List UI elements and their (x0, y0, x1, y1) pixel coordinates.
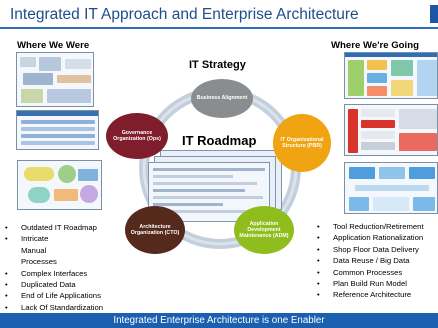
business-alignment-circle: Business Alignment (191, 79, 253, 118)
title-divider (0, 27, 438, 29)
it-roadmap-label: IT Roadmap (182, 133, 257, 148)
where-were-going-heading: Where We're Going (331, 40, 419, 51)
list-item: Reference Architecture (317, 289, 424, 301)
legacy-architecture-thumbnail-1 (16, 52, 94, 107)
where-were-going-list: Tool Reduction/Retirement Application Ra… (317, 221, 424, 301)
list-item: Shop Floor Data Delivery (317, 244, 424, 256)
application-development-maintenance-circle: Application Development Maintenance (ADM… (234, 206, 294, 254)
governance-organization-circle: Governance Organization (Ops) (106, 113, 168, 159)
legacy-architecture-thumbnail-3 (17, 160, 102, 210)
list-item: Data Reuse / Big Data (317, 255, 424, 267)
where-we-were-heading: Where We Were (17, 40, 90, 51)
target-architecture-thumbnail-2 (344, 104, 438, 156)
list-item: Intricate Manual Processes (5, 233, 75, 267)
footer-banner: Integrated Enterprise Architecture is on… (0, 313, 438, 328)
brand-logo (430, 5, 438, 23)
list-item: Tool Reduction/Retirement (317, 221, 424, 233)
legacy-architecture-thumbnail-2 (16, 110, 99, 150)
list-item: Lack Of Standardization (5, 302, 103, 314)
list-item: Complex Interfaces (5, 268, 103, 280)
where-we-were-list: Outdated IT Roadmap Intricate Manual Pro… (5, 222, 103, 314)
list-item: Plan Build Run Model (317, 278, 424, 290)
target-architecture-thumbnail-3 (344, 162, 438, 214)
list-item: Application Rationalization (317, 232, 424, 244)
list-item: End of Life Applications (5, 290, 103, 302)
it-strategy-label: IT Strategy (189, 59, 246, 71)
it-organizational-structure-circle: IT Organizational Structure (PBR) (273, 114, 331, 172)
list-item: Duplicated Data (5, 279, 103, 291)
list-item: Common Processes (317, 267, 424, 279)
list-item: Outdated IT Roadmap (5, 222, 103, 234)
architecture-organization-circle: Architecture Organization (CTO) (125, 206, 185, 254)
slide-title: Integrated IT Approach and Enterprise Ar… (10, 6, 359, 23)
